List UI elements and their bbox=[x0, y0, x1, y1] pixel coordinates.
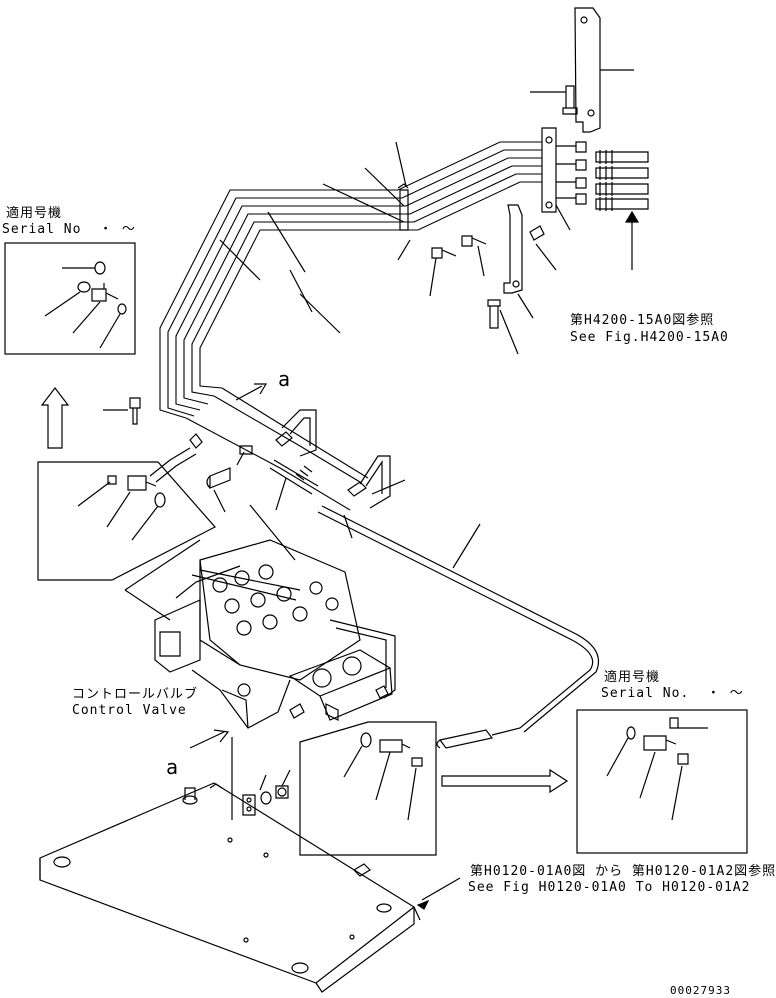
view-arrows bbox=[189, 383, 268, 749]
control-valve bbox=[124, 504, 396, 729]
detail-box-right bbox=[576, 709, 748, 854]
detail-box-left-lower bbox=[37, 461, 216, 581]
ref-h0120-jp: 第H0120-01A0図 から 第H0120-01A2図参照 bbox=[470, 864, 776, 879]
up-arrow bbox=[40, 387, 70, 449]
detail-box-right-lower-parts bbox=[343, 732, 423, 821]
detail-box-right-lower bbox=[299, 721, 437, 856]
serial-label-jp-right: 適用号機 bbox=[604, 670, 661, 685]
manifold-block bbox=[541, 127, 649, 270]
serial-label-jp-left: 適用号機 bbox=[6, 206, 63, 221]
base-plate bbox=[39, 737, 461, 993]
mid-bracket bbox=[487, 204, 557, 355]
right-arrow bbox=[441, 768, 569, 794]
view-a-label-top: a bbox=[278, 367, 292, 391]
control-valve-label-en: Control Valve bbox=[72, 703, 187, 718]
detail-box-left-parts bbox=[44, 261, 127, 349]
serial-label-en-right: Serial No. ・ 〜 bbox=[601, 686, 744, 701]
detail-box-left-lower-parts bbox=[77, 397, 166, 541]
drawing-number: 00027933 bbox=[670, 984, 731, 997]
ref-h0120-en: See Fig H0120-01A0 To H0120-01A2 bbox=[468, 880, 751, 895]
pipe-bundle bbox=[159, 141, 542, 511]
hoses bbox=[149, 409, 406, 539]
top-bracket bbox=[530, 7, 634, 133]
serial-label-en-left: Serial No ・ 〜 bbox=[2, 222, 136, 237]
parts-diagram bbox=[4, 7, 748, 993]
detail-box-right-parts bbox=[606, 717, 708, 821]
pipe-clamps bbox=[219, 141, 487, 334]
detail-box-left bbox=[4, 242, 136, 355]
control-valve-label-jp: コントロールバルブ bbox=[72, 687, 199, 702]
return-pipe bbox=[317, 505, 600, 749]
ref-h4200-jp: 第H4200-15A0図参照 bbox=[570, 313, 715, 328]
ref-h4200-en: See Fig.H4200-15A0 bbox=[570, 330, 729, 345]
view-a-label-bottom: a bbox=[166, 755, 180, 779]
